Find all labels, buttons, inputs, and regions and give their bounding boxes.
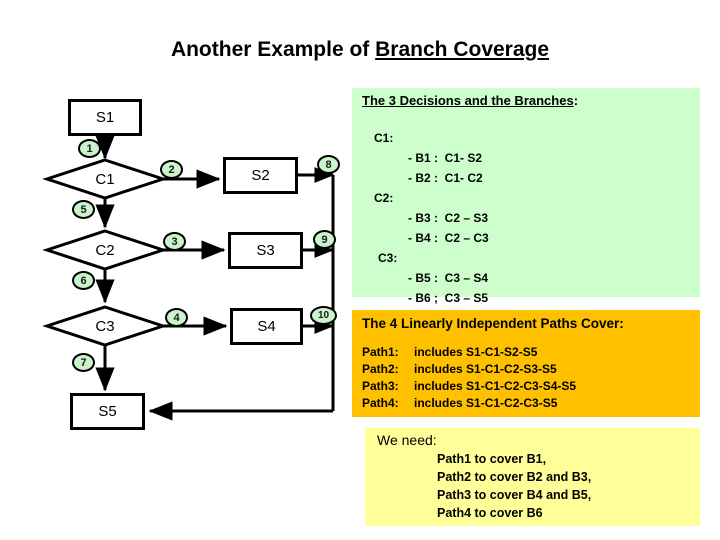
- need-panel: We need: Path1 to cover B1, Path2 to cov…: [365, 428, 700, 526]
- edge-label-1: 1: [78, 139, 101, 158]
- decisions-panel-heading: The 3 Decisions and the Branches:: [362, 93, 578, 108]
- path-row-2-text: includes S1-C1-C2-S3-S5: [414, 362, 557, 376]
- branch-b2: - B2 : C1- C2: [408, 171, 483, 185]
- page-title-prefix: Another Example of: [170, 38, 376, 61]
- edge-label-6: 6: [72, 271, 95, 290]
- decisions-heading-suffix: :: [573, 93, 579, 108]
- flowchart: S1 S2 S3 S4 S5 C1 C2 C3 1 2 3 4 5 6 7 8 …: [42, 99, 340, 430]
- path-row-2-label: Path2:: [362, 362, 399, 376]
- decisions-panel: The 3 Decisions and the Branches: C1: - …: [352, 88, 700, 305]
- path-row-4: Path4: includes S1-C1-C2-C3-S5: [362, 396, 557, 410]
- decision-group-c1-name: C1:: [374, 131, 394, 145]
- edge-label-4: 4: [165, 308, 188, 327]
- path-row-2: Path2: includes S1-C1-C2-S3-S5: [362, 362, 557, 376]
- node-s3[interactable]: S3: [228, 232, 303, 269]
- node-c1[interactable]: C1: [47, 160, 163, 198]
- node-s4[interactable]: S4: [230, 308, 303, 345]
- node-c2-label: C2: [95, 241, 115, 259]
- edge-label-5: 5: [72, 200, 95, 219]
- decisions-heading-underlined: The 3 Decisions and the Branches: [362, 93, 574, 108]
- branch-b3: - B3 : C2 – S3: [408, 211, 489, 225]
- path-row-4-text: includes S1-C1-C2-C3-S5: [414, 396, 558, 410]
- decision-group-c3-name: C3:: [378, 251, 398, 265]
- path-row-1-label: Path1:: [362, 345, 399, 359]
- flowchart-connectors: [42, 135, 335, 421]
- branch-b6: - B6 ; C3 – S5: [408, 291, 489, 305]
- node-s5[interactable]: S5: [70, 393, 145, 430]
- path-row-4-label: Path4:: [362, 396, 399, 410]
- edge-label-2: 2: [160, 160, 183, 179]
- edge-label-10: 10: [310, 306, 337, 325]
- branch-b1: - B1 : C1- S2: [408, 151, 483, 165]
- edge-label-3: 3: [163, 232, 186, 251]
- node-s2[interactable]: S2: [223, 157, 298, 194]
- diamond-c2: [42, 229, 168, 271]
- path-row-3: Path3: includes S1-C1-C2-C3-S4-S5: [362, 379, 576, 393]
- branch-b4: - B4 : C2 – C3: [408, 231, 489, 245]
- diamond-c1: [42, 158, 168, 200]
- path-row-1-text: includes S1-C1-S2-S5: [414, 345, 538, 359]
- path-row-3-label: Path3:: [362, 379, 399, 393]
- paths-panel: The 4 Linearly Independent Paths Cover: …: [352, 310, 700, 417]
- node-s1[interactable]: S1: [68, 99, 142, 136]
- page-title: Another Example of Branch Coverage: [0, 38, 720, 62]
- edge-label-8: 8: [317, 155, 340, 174]
- need-row-2: Path2 to cover B2 and B3,: [437, 470, 592, 484]
- need-panel-heading: We need:: [377, 432, 437, 448]
- decision-group-c2-name: C2:: [374, 191, 394, 205]
- page-title-emphasis: Branch Coverage: [375, 38, 550, 61]
- branch-b5: - B5 : C3 – S4: [408, 271, 489, 285]
- edge-label-9: 9: [313, 230, 336, 249]
- need-row-1: Path1 to cover B1,: [437, 452, 547, 466]
- need-row-3: Path3 to cover B4 and B5,: [437, 488, 592, 502]
- diamond-c3: [42, 305, 168, 347]
- paths-panel-heading: The 4 Linearly Independent Paths Cover:: [362, 316, 624, 331]
- path-row-3-text: includes S1-C1-C2-C3-S4-S5: [414, 379, 577, 393]
- node-c3-label: C3: [95, 317, 115, 335]
- edge-label-7: 7: [72, 353, 95, 372]
- path-row-1: Path1: includes S1-C1-S2-S5: [362, 345, 537, 359]
- node-c3[interactable]: C3: [47, 307, 163, 345]
- node-c2[interactable]: C2: [47, 231, 163, 269]
- node-c1-label: C1: [95, 170, 115, 188]
- need-row-4: Path4 to cover B6: [437, 506, 543, 520]
